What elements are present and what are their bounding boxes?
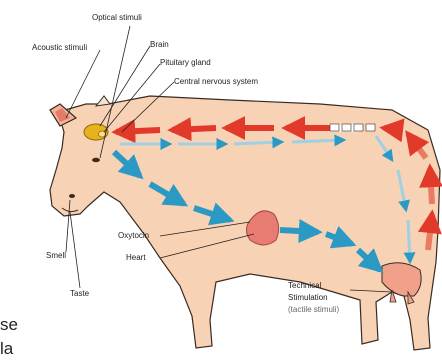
label-taste: Taste xyxy=(70,290,89,298)
leader-taste xyxy=(70,212,80,288)
cns-arrow xyxy=(408,220,410,262)
label-smell: Smell xyxy=(46,252,66,260)
corner-text-line2: la xyxy=(0,340,13,357)
cow-horn xyxy=(96,96,110,106)
label-tactile-stimuli: (tactile stimuli) xyxy=(288,306,339,314)
cns-arrow xyxy=(234,142,282,144)
nerve-arrow xyxy=(384,128,400,130)
label-oxytocin: Oxytocin xyxy=(118,232,149,240)
nerve-segment xyxy=(342,124,351,131)
label-brain: Brain xyxy=(150,41,169,49)
label-stimulation: Stimulation xyxy=(288,294,328,302)
label-pituitary-gland: Pituitary gland xyxy=(160,59,211,67)
nerve-segment xyxy=(330,124,339,131)
cow-eye xyxy=(92,158,100,162)
nerve-segment xyxy=(354,124,363,131)
cns-arrow xyxy=(292,140,344,142)
label-heart: Heart xyxy=(126,254,146,262)
nerve-segment xyxy=(366,124,375,131)
hormone-arrow xyxy=(280,230,318,232)
nerve-arrow xyxy=(430,168,432,204)
label-acoustic-stimuli: Acoustic stimuli xyxy=(32,44,87,52)
label-technical: Technical xyxy=(288,282,321,290)
label-optical-stimuli: Optical stimuli xyxy=(92,14,142,22)
cow-nostril xyxy=(69,194,75,198)
corner-text-line1: se xyxy=(0,316,18,333)
nerve-arrow xyxy=(172,128,216,130)
nerve-arrow xyxy=(428,214,432,250)
label-central-nervous-system: Central nervous system xyxy=(174,78,258,86)
